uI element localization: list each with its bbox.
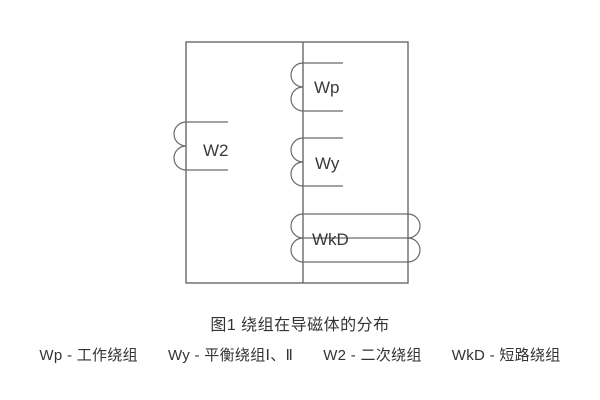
w2-label: W2 xyxy=(203,141,229,160)
wy-label: Wy xyxy=(315,154,340,173)
core-outline xyxy=(185,41,409,284)
wp-coil xyxy=(290,62,343,112)
figure-caption: 图1 绕组在导磁体的分布 xyxy=(210,317,390,334)
wp-label: Wp xyxy=(314,78,340,97)
w2-coil xyxy=(173,121,228,171)
figure-legend: Wp - 工作绕组 Wy - 平衡绕组Ⅰ、Ⅱ W2 - 二次绕组 WkD - 短… xyxy=(0,344,600,365)
wkd-coil xyxy=(290,213,421,263)
legend-item-wp: Wp - 工作绕组 xyxy=(39,347,138,364)
wy-coil xyxy=(290,137,343,187)
legend-item-w2: W2 - 二次绕组 xyxy=(323,347,422,364)
legend-item-wy: Wy - 平衡绕组Ⅰ、Ⅱ xyxy=(167,347,294,364)
legend-item-wkd: WkD - 短路绕组 xyxy=(451,347,561,364)
wkd-label: WkD xyxy=(312,230,349,249)
